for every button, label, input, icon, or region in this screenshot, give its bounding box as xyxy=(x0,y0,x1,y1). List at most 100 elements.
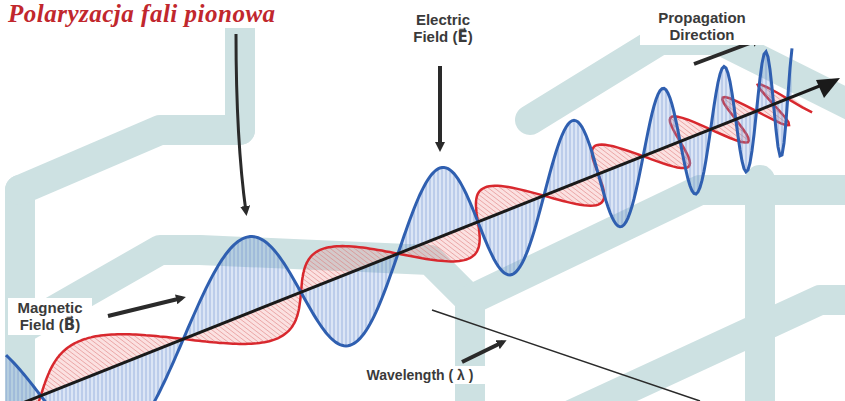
hatch-line xyxy=(458,230,479,246)
hatch-line xyxy=(324,248,354,271)
hatch-line xyxy=(342,276,343,345)
hatch-line xyxy=(250,313,281,337)
hatch-line xyxy=(6,355,7,401)
hatch-line xyxy=(506,211,507,274)
hatch-line xyxy=(226,322,254,343)
hatch-line xyxy=(622,165,623,227)
hatch-line xyxy=(562,135,563,188)
hatch-line xyxy=(490,217,491,251)
hatch-line xyxy=(258,238,259,310)
hatch-line xyxy=(48,376,63,387)
hatch-line xyxy=(18,368,19,401)
hatch-line xyxy=(94,375,95,401)
hatch-line xyxy=(114,334,142,355)
hatch-line xyxy=(626,163,627,222)
hatch-line xyxy=(618,166,619,226)
hatch-line xyxy=(66,349,98,373)
hatch-line xyxy=(593,147,618,166)
hatch-line xyxy=(274,303,296,320)
hatch-line xyxy=(230,320,260,343)
hatch-line xyxy=(494,216,495,260)
hatch-line xyxy=(78,381,79,401)
hatch-line xyxy=(334,279,335,341)
hatch-line xyxy=(307,263,330,281)
hatch-line xyxy=(126,334,150,352)
axis-arrowhead xyxy=(816,78,840,98)
hatch-line xyxy=(202,297,203,332)
hatch-line xyxy=(558,146,559,190)
hatch-line xyxy=(10,359,11,401)
hatch-line xyxy=(454,174,455,232)
hatch-line xyxy=(630,162,631,213)
wave-curve xyxy=(6,48,792,401)
hatch-line xyxy=(303,274,318,285)
hatch-line xyxy=(54,363,78,381)
hatch-line xyxy=(70,384,71,401)
pointer-arrow xyxy=(462,342,503,362)
hatch-line xyxy=(98,336,130,360)
hatch-line xyxy=(314,287,315,315)
pointer-arrow xyxy=(108,298,182,316)
hatch-line xyxy=(498,214,499,266)
hatch-line xyxy=(694,136,695,194)
hatch-line xyxy=(670,98,671,146)
hatch-line xyxy=(69,347,102,372)
leader-line xyxy=(432,310,700,401)
field-label: Magnetic Field (B⃗) xyxy=(8,298,92,335)
hatch-line xyxy=(442,168,443,237)
hatch-line xyxy=(52,366,74,383)
field-label: Electric Field (E⃗) xyxy=(402,10,484,47)
hatch-line xyxy=(246,237,247,314)
hatch-line xyxy=(726,68,727,123)
hatch-line xyxy=(110,368,111,401)
hatch-line xyxy=(142,356,143,401)
hatch-line xyxy=(322,284,323,328)
hatch-line xyxy=(278,301,297,316)
hatch-line xyxy=(334,247,362,269)
hatch-line xyxy=(370,265,371,324)
hatch-line xyxy=(354,271,355,343)
hatch-line xyxy=(746,115,747,171)
hatch-line xyxy=(214,327,236,344)
hatch-line xyxy=(362,268,363,336)
hatch-line xyxy=(317,252,347,275)
hatch-line xyxy=(266,242,267,306)
hatch-line xyxy=(118,365,119,401)
hatch-line xyxy=(146,354,147,401)
hatch-line xyxy=(346,274,347,346)
hatch-line xyxy=(722,69,723,125)
hatch-line xyxy=(254,311,285,334)
hatch-line xyxy=(98,373,99,401)
hatch-line xyxy=(61,354,90,376)
hatch-line xyxy=(320,250,350,273)
hatch-line xyxy=(130,360,131,401)
hatch-line xyxy=(374,263,375,316)
hatch-line xyxy=(662,89,663,149)
hatch-line xyxy=(487,187,514,208)
hatch-line xyxy=(305,266,326,282)
direction-label: Propagation Direction xyxy=(640,8,764,45)
hatch-line xyxy=(382,260,383,298)
hatch-line xyxy=(58,357,86,378)
hatch-line xyxy=(262,308,290,329)
hatch-line xyxy=(466,194,467,227)
hatch-line xyxy=(477,198,498,214)
hatch-line xyxy=(242,316,274,340)
hatch-line xyxy=(446,235,474,256)
hatch-line xyxy=(514,208,515,274)
hatch-line xyxy=(246,314,278,338)
hatch-line xyxy=(206,288,207,330)
hatch-line xyxy=(422,190,423,244)
hatch-line xyxy=(218,325,242,344)
hatch-line xyxy=(462,186,463,229)
hatch-line xyxy=(234,319,265,342)
hatch-line xyxy=(518,206,519,270)
hatch-line xyxy=(338,278,339,344)
hatch-line xyxy=(530,201,531,244)
hatch-line xyxy=(62,387,63,401)
hatch-line xyxy=(414,209,415,248)
hatch-line xyxy=(458,179,459,230)
pointer-arrow xyxy=(438,66,442,148)
hatch-line xyxy=(566,127,567,187)
